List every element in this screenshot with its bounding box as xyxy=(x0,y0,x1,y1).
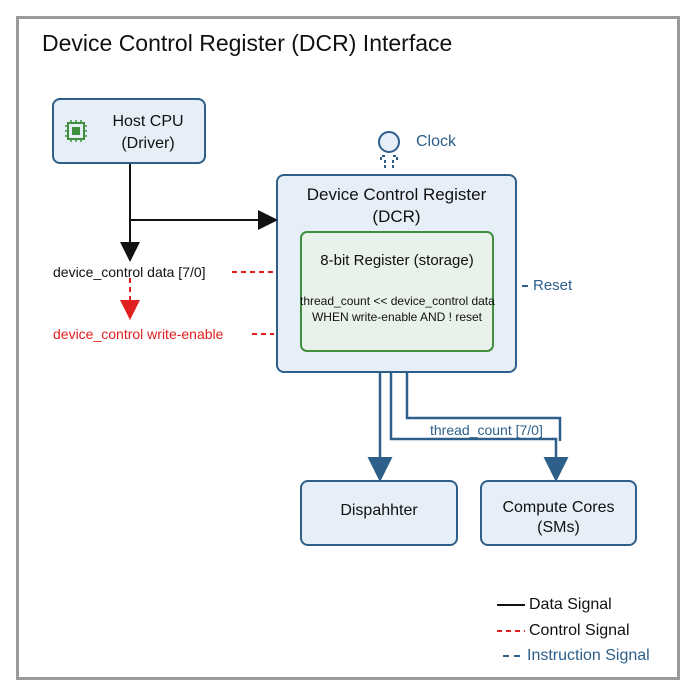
instruction-signal-path xyxy=(367,373,569,482)
compute-cores-label: Compute Cores (SMs) xyxy=(480,498,637,538)
dcr-title-line2: (DCR) xyxy=(372,207,421,226)
host-cpu-label: Host CPU (Driver) xyxy=(96,111,200,155)
register-desc-line1: thread_count << device_control data xyxy=(300,294,495,308)
compute-cores-sub: (SMs) xyxy=(537,519,580,536)
control-signal-path xyxy=(120,271,274,335)
dcr-title: Device Control Register (DCR) xyxy=(276,184,517,228)
register-description: thread_count << device_control data WHEN… xyxy=(300,293,495,325)
legend-control-label: Control Signal xyxy=(529,622,630,639)
compute-cores-box xyxy=(480,480,637,546)
data-signal-label: device_control data [7/0] xyxy=(53,264,206,280)
host-cpu-name: Host CPU xyxy=(112,113,184,130)
register-box xyxy=(300,231,494,352)
clock-label: Clock xyxy=(416,133,457,150)
clock-circle-icon xyxy=(378,131,400,168)
dispatcher-label: Dispahhter xyxy=(340,502,418,519)
thread-count-label: thread_count [7/0] xyxy=(430,422,543,438)
chip-icon xyxy=(65,120,87,142)
legend-instruction-label: Instruction Signal xyxy=(527,647,650,664)
dcr-title-line1: Device Control Register xyxy=(306,185,487,204)
reset-label: Reset xyxy=(533,277,573,294)
page-title: Device Control Register (DCR) Interface xyxy=(42,30,453,56)
compute-cores-name: Compute Cores xyxy=(502,499,615,516)
register-title: 8-bit Register (storage) xyxy=(320,252,474,269)
legend-data-label: Data Signal xyxy=(529,596,612,613)
register-desc-line2: WHEN write-enable AND ! reset xyxy=(311,310,483,324)
write-enable-label: device_control write-enable xyxy=(53,326,224,342)
data-signal-path xyxy=(120,164,278,262)
host-cpu-role: (Driver) xyxy=(121,135,175,152)
diagram-frame xyxy=(16,16,680,680)
